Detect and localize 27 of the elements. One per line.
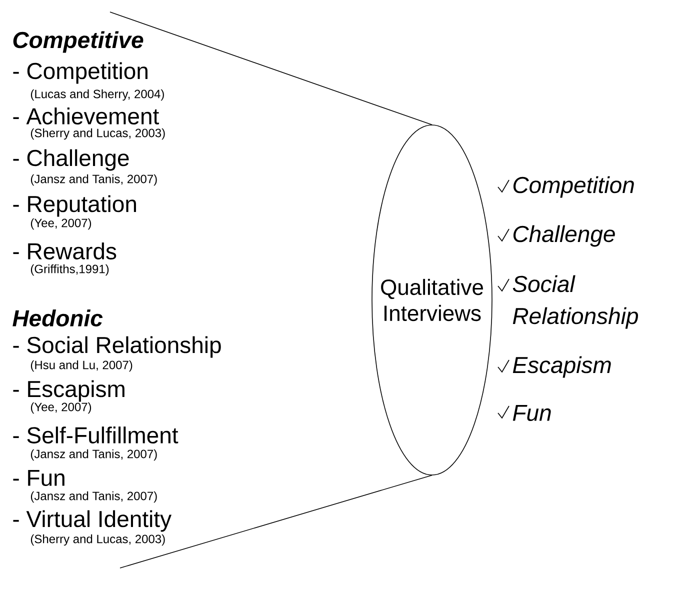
list-item: - Reputation [13,195,136,217]
list-item: - Competition [13,62,148,84]
list-item: - Virtual Identity [13,510,172,532]
list-item: - Rewards [13,242,116,260]
section-heading: Competitive [13,31,144,53]
citation: (Lucas and Sherry, 2004) [30,89,164,101]
citation: (Griffiths,1991) [30,264,109,276]
list-item: - Self-Fulfillment [13,426,178,444]
result-item: Escapism [512,356,611,378]
result-item: Fun [512,404,551,422]
list-item: - Achievement [13,108,159,124]
list-item: - Fun [13,470,64,486]
result-item: Social Relationship [512,275,638,329]
citation: (Jansz and Tanis, 2007) [30,491,157,503]
result-item: Competition [513,176,634,198]
citation: (Sherry and Lucas, 2003) [30,128,165,140]
section-heading: Hedonic [12,310,103,326]
citation: (Hsu and Lu, 2007) [30,360,132,372]
result-item: Challenge [513,225,615,247]
citation: (Sherry and Lucas, 2003) [30,534,165,546]
list-item: - Escapism [13,380,124,402]
list-item: - Challenge [13,149,129,171]
citation: (Jansz and Tanis, 2007) [30,174,157,186]
list-item: - Social Relationship [13,336,221,358]
citation: (Jansz and Tanis, 2007) [30,449,157,461]
citation: (Yee, 2007) [30,402,92,414]
citation: (Yee, 2007) [30,218,92,230]
